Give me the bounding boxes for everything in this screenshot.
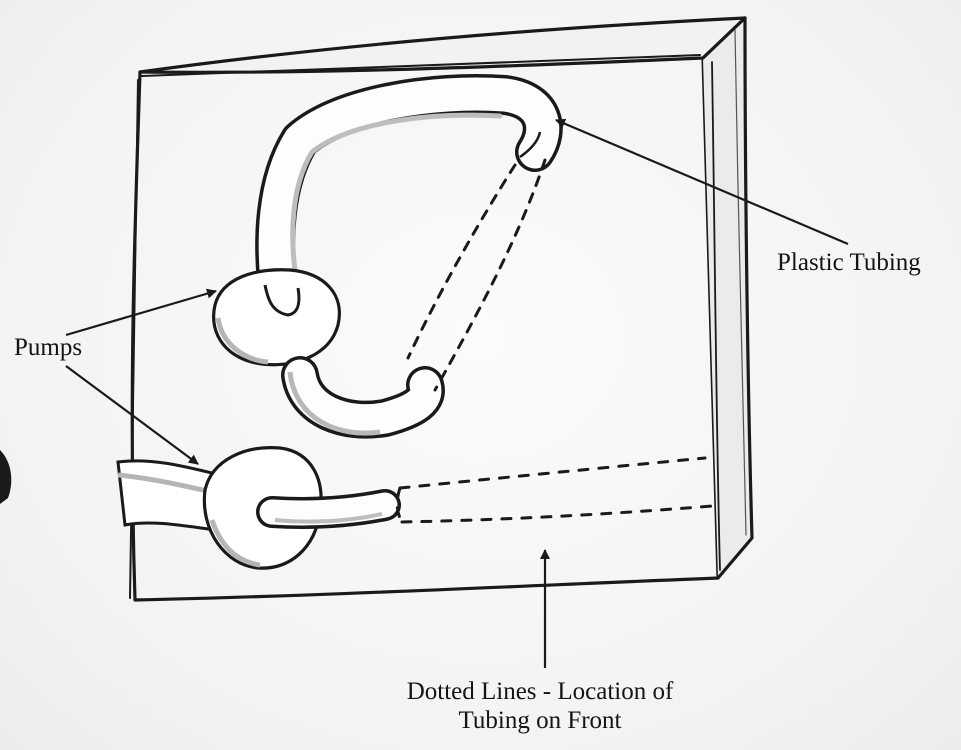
upper-tubing-curl	[290, 372, 426, 433]
edge-mark	[0, 450, 11, 504]
upper-plastic-tubing	[275, 94, 543, 305]
lower-dotted-tubing	[397, 458, 712, 522]
upper-pump	[214, 270, 340, 365]
dotted-lines-label-line1: Dotted Lines - Location of	[330, 677, 750, 706]
dotted-lines-label-line2: Tubing on Front	[330, 706, 750, 735]
pumps-label: Pumps	[14, 333, 82, 362]
plastic-tubing-arrow	[556, 120, 848, 244]
upper-dotted-tubing	[408, 160, 545, 390]
lower-plastic-tubing	[272, 505, 385, 522]
dotted-lines-label: Dotted Lines - Location of Tubing on Fro…	[330, 677, 750, 735]
plastic-tubing-label: Plastic Tubing	[777, 248, 921, 277]
pumps-arrow-upper	[66, 291, 216, 335]
